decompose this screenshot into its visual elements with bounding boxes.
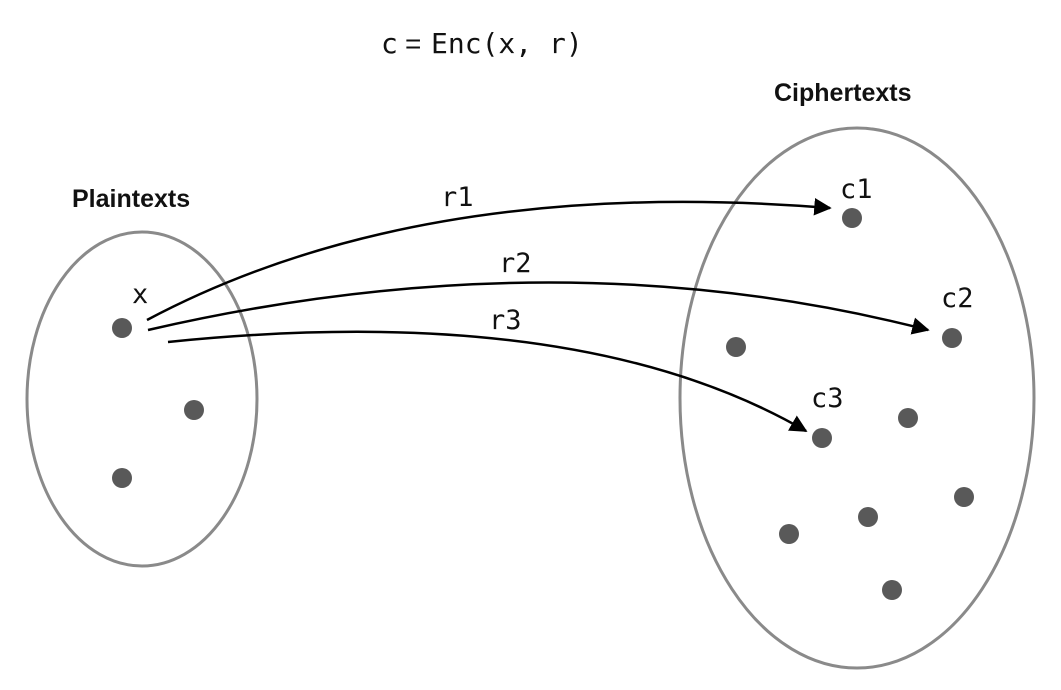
- formula-lhs: c: [381, 27, 398, 60]
- arrow-x-to-c1: [146, 198, 832, 322]
- randomness-r1-label: r1: [441, 182, 474, 213]
- ciphertext-dot: [858, 507, 878, 527]
- ciphertext-dot: [954, 487, 974, 507]
- plaintext-dot: [112, 468, 132, 488]
- ciphertext-dot: [882, 580, 902, 600]
- ciphertext-set: Ciphertexts c1 c2 c3: [678, 79, 1036, 670]
- ciphertext-c3-dot: [812, 428, 832, 448]
- plaintext-x-dot: [112, 318, 132, 338]
- mapping-r3: r3: [167, 305, 808, 433]
- formula: c = Enc(x, r): [381, 27, 583, 60]
- arrow-x-to-c2: [147, 281, 930, 335]
- mapping-r2: r2: [147, 248, 930, 335]
- ciphertext-c2-label: c2: [941, 283, 974, 314]
- ciphertext-dot: [779, 524, 799, 544]
- plaintext-set-ellipse: [25, 230, 259, 568]
- formula-equals: =: [405, 28, 421, 59]
- plaintext-set: Plaintexts x: [25, 185, 259, 568]
- ciphertexts-title: Ciphertexts: [774, 79, 912, 107]
- ciphertext-c1-dot: [842, 208, 862, 228]
- plaintexts-title: Plaintexts: [72, 185, 190, 213]
- ciphertext-c3-label: c3: [811, 383, 844, 414]
- ciphertext-c1-label: c1: [840, 174, 873, 205]
- plaintext-x-label: x: [132, 279, 148, 310]
- randomness-r2-label: r2: [499, 248, 532, 279]
- arrow-x-to-c3: [167, 330, 808, 433]
- ciphertext-set-ellipse: [678, 126, 1036, 670]
- ciphertext-c2-dot: [942, 328, 962, 348]
- ciphertext-dot: [898, 408, 918, 428]
- randomness-r3-label: r3: [489, 305, 522, 336]
- mapping-r1: r1: [146, 182, 832, 322]
- ciphertext-dot: [726, 337, 746, 357]
- plaintext-dot: [184, 400, 204, 420]
- formula-rhs: Enc(x, r): [431, 27, 583, 60]
